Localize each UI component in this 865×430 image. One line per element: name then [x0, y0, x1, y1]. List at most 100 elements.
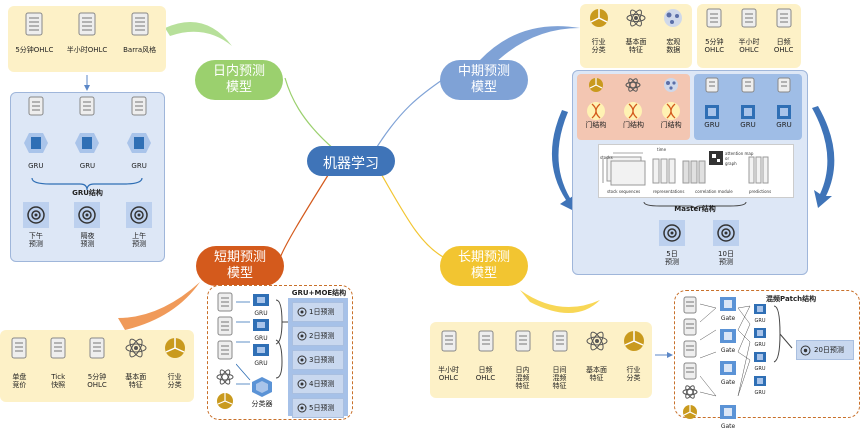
gru-chip-icon — [777, 105, 791, 119]
intraday-model-columns: GRU GRU GRU — [10, 96, 165, 170]
short-input-3: 5分钟 OHLC — [79, 337, 115, 389]
document-icon — [441, 330, 456, 352]
dna-gate-icon — [624, 102, 643, 120]
long-input-box — [430, 322, 652, 398]
mid-input-b-2: 半小时 OHLC — [733, 8, 765, 54]
intraday-model-panel — [10, 92, 165, 262]
mid-gate-block: 门结构 门结构 门结构 — [577, 74, 690, 140]
document-icon — [705, 77, 719, 93]
document-icon — [11, 337, 27, 359]
mid-right-curve-arrow — [812, 106, 835, 208]
mid-inputs-a: 行业 分类 基本面 特征 宏观 数据 — [580, 8, 692, 54]
intraday-output-3: 上午 预测 — [117, 202, 161, 248]
short-pred-4: 4日预测 — [292, 374, 344, 394]
gru-chip-icon — [754, 352, 766, 362]
master-fig-label-time: time — [657, 147, 667, 152]
intraday-input-2: 半小时OHLC — [62, 12, 112, 54]
center-node — [307, 146, 395, 176]
short-classifier-icon — [252, 377, 272, 397]
network-nodes-icon — [664, 9, 683, 27]
master-fig-label-stock-seq: stock sequences — [607, 189, 641, 194]
swoosh-intraday — [165, 22, 232, 46]
intraday-gru-struct-label: GRU结构 — [72, 189, 103, 197]
master-architecture-graphic — [602, 151, 769, 186]
dna-gate-icon — [586, 102, 605, 120]
mid-outputs: 5日 预测 10日 预测 — [655, 220, 743, 266]
gru-chip-icon — [705, 105, 719, 119]
intraday-output-2: 隔夜 预测 — [65, 202, 109, 248]
document-icon — [706, 8, 722, 28]
mid-gru-col-2: GRU — [732, 77, 764, 140]
long-doc-stack — [682, 296, 702, 424]
gru-chip-icon — [754, 328, 766, 338]
short-input-5: 行业 分类 — [157, 337, 193, 389]
document-icon — [28, 96, 44, 116]
pie-industry-icon — [164, 338, 185, 358]
gru-chip-icon — [754, 304, 766, 314]
gru-chip-icon — [741, 105, 755, 119]
short-pred-list: 1日预测 2日预测 3日预测 4日预测 5日预测 — [292, 302, 344, 418]
intraday-gru-brace — [31, 177, 143, 191]
intraday-inputs: 5分钟OHLC 半小时OHLC Barra风格 — [8, 12, 166, 54]
short-struct-title: GRU+MOE结构 — [291, 289, 347, 297]
network-nodes-icon — [664, 78, 679, 92]
atom-icon — [216, 369, 234, 385]
gate-chip-icon — [720, 405, 736, 419]
short-input-2: Tick 快照 — [40, 337, 76, 389]
master-figure: stocks time stock sequences representati… — [598, 144, 794, 198]
target-icon — [126, 202, 153, 228]
mid-gru-col-3: GRU — [768, 77, 800, 140]
long-input-1: 半小时 OHLC — [432, 330, 466, 390]
short-connect-lines — [236, 299, 290, 385]
gru-chip-icon — [23, 133, 48, 153]
gru-chip-icon — [75, 133, 100, 153]
long-struct-title: 混频Patch结构 — [766, 295, 817, 303]
gate-chip-icon — [720, 361, 736, 375]
pie-industry-icon — [588, 78, 603, 92]
gate-chip-icon — [720, 329, 736, 343]
branch-line-long — [379, 171, 446, 259]
document-icon — [131, 96, 147, 116]
mid-inputs-b: 5分钟 OHLC 半小时 OHLC 日频 OHLC — [697, 8, 801, 54]
long-gru-stack: GRU GRU GRU GRU — [750, 300, 770, 396]
mid-gate-col-1: 门结构 — [580, 77, 612, 140]
long-input-5: 基本面 特征 — [580, 330, 614, 390]
short-input-4: 基本面 特征 — [118, 337, 154, 389]
mid-gate-col-3: 门结构 — [655, 77, 687, 140]
target-icon — [22, 202, 49, 228]
long-input-3: 日内 混频 特征 — [506, 330, 540, 390]
target-icon — [297, 331, 307, 341]
branch-line-mid — [374, 77, 446, 151]
long-input-6: 行业 分类 — [617, 330, 651, 390]
document-icon — [683, 362, 697, 380]
mid-gate-col-2: 门结构 — [617, 77, 649, 140]
document-icon — [217, 316, 233, 336]
atom-icon — [626, 9, 646, 27]
branch-line-intraday — [284, 77, 336, 151]
document-icon — [131, 12, 149, 36]
short-pred-5: 5日预测 — [292, 398, 344, 418]
document-icon — [741, 8, 757, 28]
document-icon — [79, 96, 95, 116]
long-pred-label: 20日预测 — [814, 346, 844, 354]
center-node-label: 机器学习 — [323, 156, 379, 172]
target-icon — [297, 355, 307, 365]
swoosh-long — [520, 290, 600, 314]
intraday-col-2: GRU — [65, 96, 109, 170]
long-pred-box: 20日预测 — [796, 340, 854, 360]
master-fig-label-repr: representations — [653, 189, 685, 194]
mid-gru-block: GRU GRU GRU — [694, 74, 802, 140]
branch-line-short — [279, 171, 331, 259]
document-icon — [552, 330, 567, 352]
target-icon — [297, 307, 307, 317]
branch-title-intraday: 日内预测 模型 — [195, 60, 283, 100]
short-pred-3: 3日预测 — [292, 350, 344, 370]
document-icon — [78, 12, 96, 36]
long-input-4: 日间 混频 特征 — [543, 330, 577, 390]
gru-chip-icon — [253, 344, 269, 356]
document-icon — [89, 337, 105, 359]
short-inputs: 单盘 竞价 Tick 快照 5分钟 OHLC 基本面 特征 行业 分类 — [0, 337, 194, 389]
document-icon — [776, 8, 792, 28]
target-icon — [713, 220, 739, 246]
short-input-1: 单盘 竞价 — [1, 337, 37, 389]
